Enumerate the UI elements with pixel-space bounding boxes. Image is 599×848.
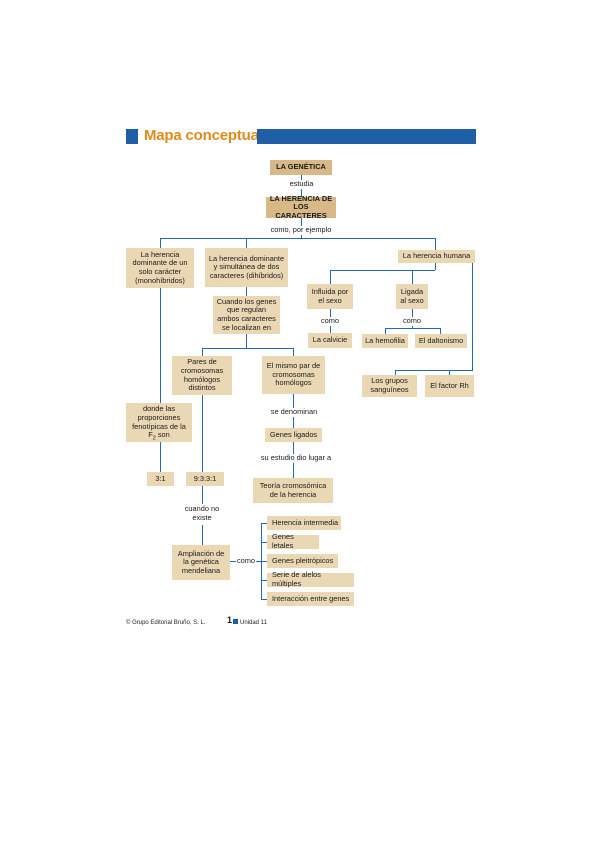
label-cuando-no-existe: cuando no existe — [181, 504, 223, 523]
node-teoria: Teoría cromosómica de la herencia — [253, 478, 333, 503]
proporciones-subscript: 2 — [152, 435, 156, 442]
node-genes-pleiotropicos: Genes pleitrópicos — [267, 554, 338, 568]
label-como-1: como — [319, 316, 341, 326]
node-pares-distintos: Pares de cromosomas homólogos distintos — [172, 356, 232, 395]
node-monohibridos: La herencia dominante de un solo carácte… — [126, 248, 194, 288]
node-factor-rh: El factor Rh — [425, 375, 474, 397]
footer-square-icon — [233, 619, 238, 624]
node-herencia-caracteres: LA HERENCIA DE LOS CARACTERES — [266, 194, 336, 220]
label-como-2: como — [401, 316, 423, 326]
node-calvicie: La calvicie — [308, 333, 352, 348]
label-se-denominan: se denominan — [266, 407, 322, 417]
node-genes-ligados: Genes ligados — [265, 428, 322, 442]
label-como-por-ejemplo: como, por ejemplo — [267, 225, 335, 235]
node-influida-sexo: Influida por el sexo — [307, 284, 353, 309]
node-hemofilia: La hemofilia — [362, 334, 408, 348]
header-bar-right — [257, 129, 476, 144]
label-estudia: estudia — [283, 179, 320, 189]
node-ligada-sexo: Ligada al sexo — [396, 284, 428, 309]
footer-page-number: 1 — [227, 615, 233, 625]
node-grupos-sanguineos: Los grupos sanguíneos — [362, 375, 417, 397]
node-ampliacion: Ampliación de la genética mendeliana — [172, 545, 230, 580]
footer-publisher: © Grupo Editorial Bruño, S. L. — [126, 620, 206, 626]
header-bar-left — [126, 129, 138, 144]
footer-unit: Unidad 11 — [240, 620, 267, 626]
node-herencia-humana: La herencia humana — [398, 250, 475, 263]
node-dihibridos: La herencia dominante y simultánea de do… — [205, 248, 288, 287]
node-ratio-9-3-3-1: 9:3:3:1 — [186, 472, 224, 486]
page-title: Mapa conceptual — [144, 127, 263, 144]
proporciones-text: donde las proporciones fenotípicas de la… — [132, 404, 186, 440]
node-interaccion-genes: Interacción entre genes — [267, 592, 354, 606]
node-mismo-par: El mismo par de cromosomas homólogos — [262, 356, 325, 394]
node-ratio-3-1: 3:1 — [147, 472, 174, 486]
proporciones-text-end: son — [155, 430, 170, 440]
node-proporciones: donde las proporciones fenotípicas de la… — [126, 403, 192, 442]
label-su-estudio: su estudio dio lugar a — [257, 453, 335, 463]
node-herencia-intermedia: Herencia intermedia — [267, 516, 341, 530]
node-daltonismo: El daltonismo — [415, 334, 467, 348]
node-genes-regulan: Cuando los genes que regulan ambos carac… — [213, 296, 280, 334]
node-serie-alelos: Serie de alelos múltiples — [267, 571, 354, 588]
node-genes-letales: Genes letales — [267, 533, 319, 550]
node-genetica: LA GENÉTICA — [270, 160, 332, 175]
label-como-3: como — [236, 556, 256, 566]
